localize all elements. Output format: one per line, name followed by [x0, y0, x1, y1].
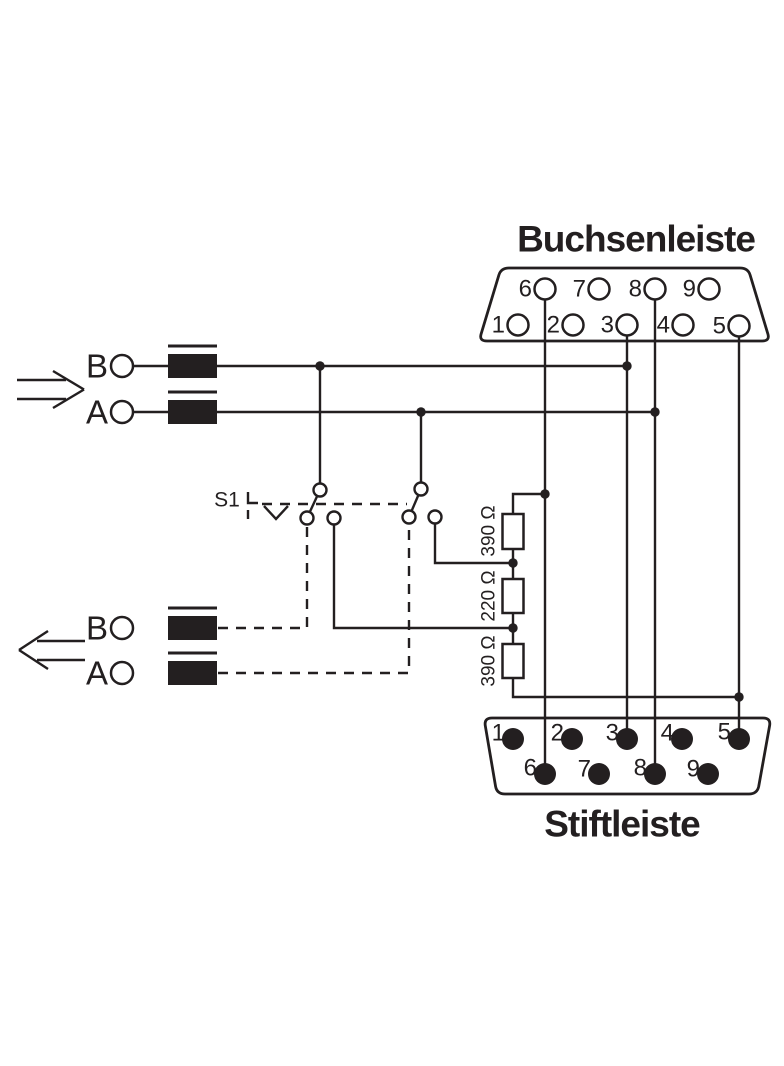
switch-actuator-icon	[263, 505, 289, 521]
buchsenleiste-socket-2	[561, 313, 585, 337]
inductor-icon	[168, 616, 217, 640]
terminal-label-b-receive: B	[86, 610, 108, 647]
pin-number: 9	[683, 276, 696, 303]
stiftleiste-pin-9	[697, 763, 719, 785]
switch-label: S1	[214, 489, 240, 512]
resistor-220: 220 Ω	[479, 570, 525, 622]
pin-number: 6	[524, 755, 537, 782]
wire-resistor-chain-top	[511, 492, 545, 514]
buchsenleiste-socket-4	[671, 313, 695, 337]
terminal-b-receive	[109, 615, 135, 641]
choke-a-transmit	[168, 390, 217, 424]
receive-arrow-icon	[18, 629, 85, 671]
resistor-value: 390 Ω	[479, 635, 500, 686]
switch-linkage-anchor	[246, 492, 258, 505]
buchsenleiste-socket-8	[643, 277, 667, 301]
switch2-left-contact	[401, 509, 417, 525]
stiftleiste-pin-8	[644, 763, 666, 785]
resistor-icon	[501, 642, 525, 680]
stiftleiste-pin-2	[561, 728, 583, 750]
buchsenleiste-socket-3	[615, 313, 639, 337]
choke-b-receive	[168, 606, 217, 640]
buchsenleiste-socket-7	[587, 277, 611, 301]
switch2-right-contact	[427, 509, 443, 525]
wire-a-receive-dashed	[218, 523, 411, 675]
switch1-top-contact	[312, 482, 328, 498]
buchsenleiste-pins: 6 7 8 9 1 2 3 4 5	[492, 276, 751, 340]
junction-a-switch2	[416, 407, 426, 417]
inductor-icon	[168, 661, 217, 685]
choke-b-transmit	[168, 344, 217, 378]
pin-number: 3	[601, 312, 614, 339]
stiftleiste-pin-5	[728, 728, 750, 750]
resistor-390-bottom: 390 Ω	[479, 635, 525, 687]
transmit-terminals: B A	[86, 348, 135, 431]
terminal-a-receive	[109, 660, 135, 686]
junction-r2-r3	[508, 623, 518, 633]
switch1-right-contact	[326, 510, 342, 526]
inductor-icon	[168, 354, 217, 378]
pin-number: 3	[606, 720, 619, 747]
pin-number: 5	[713, 313, 726, 340]
choke-a-receive	[168, 651, 217, 685]
terminal-label-a-transmit: A	[86, 394, 108, 431]
stiftleiste-pin-3	[616, 728, 638, 750]
transmit-arrow-icon	[17, 369, 85, 410]
pin-number: 4	[657, 312, 670, 339]
wire-resistor-chain-bottom	[511, 678, 739, 699]
stiftleiste-pin-6	[534, 763, 556, 785]
pin-number: 4	[661, 720, 674, 747]
junction-dots	[315, 361, 744, 702]
stiftleiste-pin-4	[671, 728, 693, 750]
resistor-value: 220 Ω	[479, 570, 500, 621]
terminal-label-a-receive: A	[86, 655, 108, 692]
wires-dashed	[218, 523, 411, 675]
junction-chain-pin6	[540, 489, 550, 499]
resistor-icon	[501, 512, 525, 551]
pin-number: 6	[519, 276, 532, 303]
terminal-b-transmit	[109, 353, 135, 379]
junction-chain-pin5	[734, 692, 744, 702]
resistor-icon	[501, 577, 525, 615]
switch-s1: S1	[214, 481, 443, 526]
terminal-label-b-transmit: B	[86, 348, 108, 385]
pin-number: 2	[547, 312, 560, 339]
resistor-390-top: 390 Ω	[479, 505, 525, 557]
resistor-value: 390 Ω	[479, 505, 500, 556]
receive-terminals: B A	[86, 610, 135, 692]
pin-number: 8	[629, 276, 642, 303]
junction-r1-r2	[508, 558, 518, 568]
switch2-top-contact	[413, 481, 429, 497]
wire-switch2-contact-to-r1	[433, 521, 513, 565]
pin-number: 9	[687, 756, 700, 783]
wire-switch1-contact-to-r2	[332, 521, 513, 630]
buchsenleiste-title: Buchsenleiste	[517, 219, 755, 260]
stiftleiste-pin-7	[588, 763, 610, 785]
wire-b-receive-dashed	[218, 524, 309, 630]
pin-number: 1	[492, 720, 505, 747]
junction-a-pin8	[650, 407, 660, 417]
pin-number: 7	[578, 756, 591, 783]
buchsenleiste-socket-5	[727, 314, 751, 338]
stiftleiste-pin-1	[502, 728, 524, 750]
buchsenleiste-socket-9	[697, 277, 721, 301]
buchsenleiste-socket-6	[533, 277, 557, 301]
pin-number: 2	[551, 720, 564, 747]
switch1-left-contact	[299, 510, 315, 526]
junction-b-switch1	[315, 361, 325, 371]
buchsenleiste-socket-1	[506, 313, 530, 337]
terminal-a-transmit	[109, 399, 135, 425]
pin-number: 5	[718, 719, 731, 746]
pin-number: 8	[634, 755, 647, 782]
junction-b-pin3	[622, 361, 632, 371]
pin-number: 7	[573, 276, 586, 303]
stiftleiste-pins: 1 2 3 4 5 6 7 8 9	[492, 719, 750, 785]
inductor-icon	[168, 400, 217, 424]
wires	[133, 289, 741, 774]
stiftleiste-title: Stiftleiste	[544, 804, 700, 845]
pin-number: 1	[492, 312, 505, 339]
